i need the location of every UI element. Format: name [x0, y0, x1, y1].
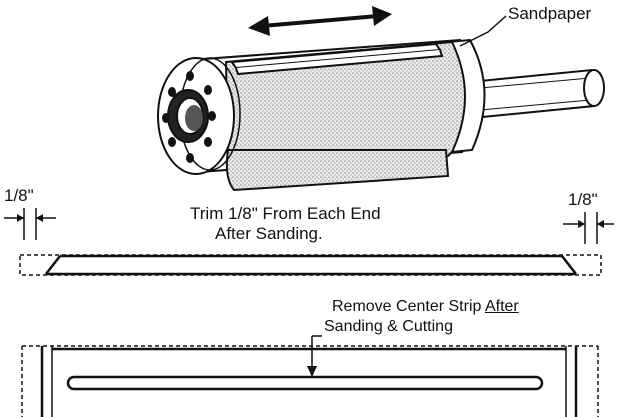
- sandpaper-label: Sandpaper: [508, 4, 592, 23]
- sandpaper-flap: [225, 149, 450, 192]
- left-trim-dimension: [4, 208, 56, 240]
- trim-instruction-line1: Trim 1/8" From Each End: [190, 204, 381, 223]
- remove-instruction-emphasis: After: [484, 298, 519, 315]
- center-strip-drawing: [21, 345, 599, 417]
- sandpaper-leader: [459, 15, 507, 47]
- shaft: [468, 68, 601, 120]
- right-trim-dimension: [563, 212, 614, 244]
- trim-strip-drawing: [19, 254, 602, 276]
- motion-arrow: [248, 6, 392, 36]
- left-dimension-label: 1/8": [4, 186, 34, 205]
- center-slot: [66, 375, 544, 391]
- remove-instruction-text: Remove Center Strip: [332, 298, 485, 315]
- center-strip-leader: [307, 335, 322, 377]
- sanding-drum-illustration: [157, 38, 605, 192]
- trim-instruction-line2: After Sanding.: [215, 224, 323, 243]
- remove-instruction-line1: Remove Center Strip After: [332, 298, 519, 316]
- right-dimension-label: 1/8": [568, 190, 598, 209]
- remove-instruction-line2: Sanding & Cutting: [324, 318, 453, 335]
